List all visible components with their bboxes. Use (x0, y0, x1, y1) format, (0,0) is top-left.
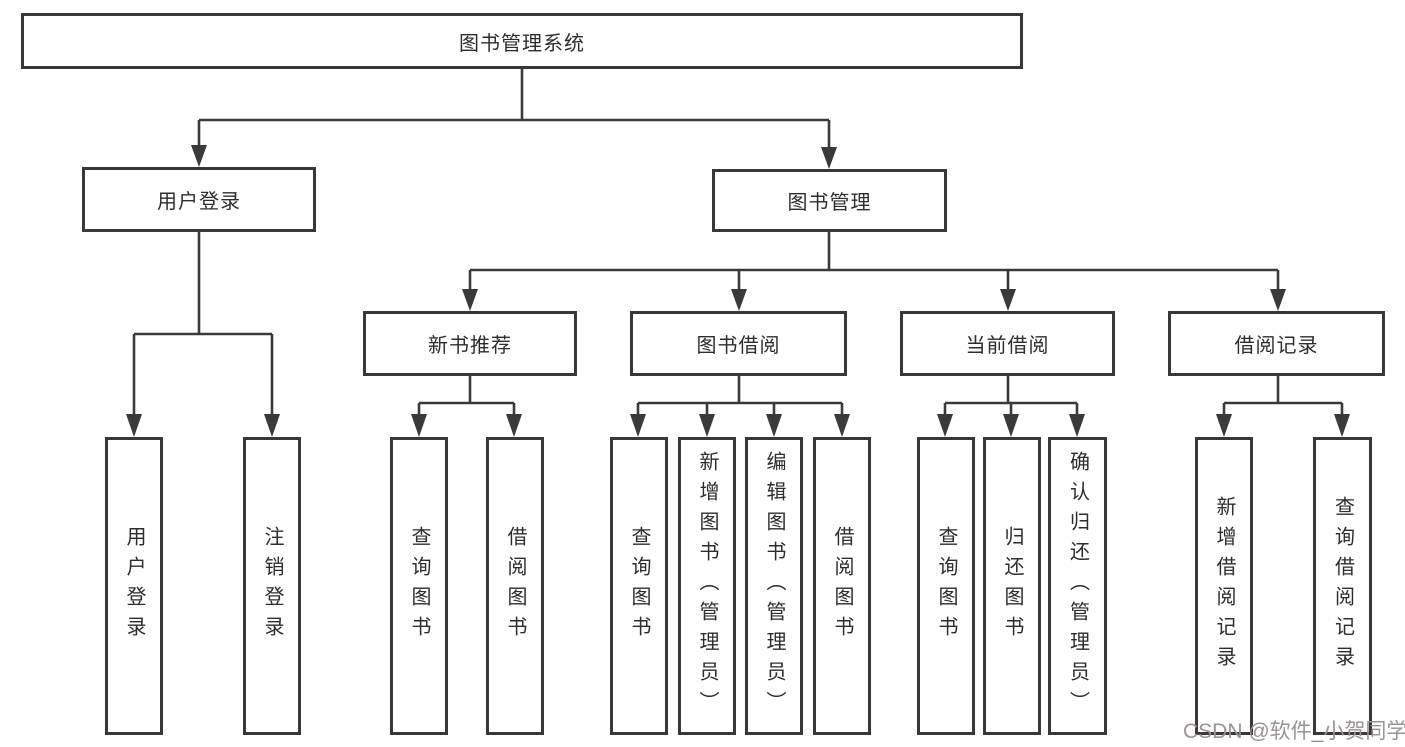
leaf-newbooks-query-label: 查询图书 (408, 526, 430, 646)
leaf-records-query: 查询借阅记录 (1313, 437, 1372, 735)
node-new-book-recommend: 新书推荐 (363, 311, 577, 376)
leaf-borrow-edit-admin: 编辑图书（管理员） (745, 437, 803, 735)
node-user-login: 用户登录 (82, 167, 316, 232)
leaf-borrow-add-admin-label: 新增图书（管理员） (696, 451, 718, 721)
leaf-borrow-borrow: 借阅图书 (813, 437, 871, 735)
leaf-current-query-label: 查询图书 (935, 526, 957, 646)
leaf-borrow-edit-admin-label: 编辑图书（管理员） (763, 451, 785, 721)
leaf-borrow-add-admin: 新增图书（管理员） (678, 437, 736, 735)
leaf-records-add: 新增借阅记录 (1195, 437, 1253, 735)
node-book-borrow: 图书借阅 (630, 311, 847, 376)
node-current-borrow-label: 当前借阅 (965, 335, 1050, 357)
leaf-newbooks-borrow: 借阅图书 (486, 437, 544, 735)
node-borrow-records-label: 借阅记录 (1234, 335, 1319, 357)
node-root-label: 图书管理系统 (459, 32, 585, 55)
leaf-records-add-label: 新增借阅记录 (1213, 496, 1235, 676)
leaf-current-confirm-admin-label: 确认归还（管理员） (1066, 451, 1089, 721)
node-new-book-recommend-label: 新书推荐 (428, 335, 512, 357)
node-book-management: 图书管理 (712, 169, 947, 232)
leaf-newbooks-borrow-label: 借阅图书 (504, 526, 526, 646)
leaf-borrow-query: 查询图书 (610, 437, 668, 735)
leaf-user-login-label: 用户登录 (123, 526, 145, 646)
arrowheads (126, 145, 1350, 437)
leaf-current-confirm-admin: 确认归还（管理员） (1048, 437, 1107, 735)
node-current-borrow: 当前借阅 (900, 311, 1115, 376)
leaf-borrow-query-label: 查询图书 (628, 526, 650, 646)
node-root: 图书管理系统 (21, 13, 1023, 69)
csdn-watermark: CSDN @软件_小贺同学 (1183, 720, 1405, 743)
leaf-borrow-borrow-label: 借阅图书 (831, 526, 853, 646)
tree-edges (132, 69, 1344, 416)
leaf-logout: 注销登录 (243, 437, 301, 735)
leaf-current-return: 归还图书 (983, 437, 1041, 735)
node-borrow-records: 借阅记录 (1168, 311, 1385, 376)
leaf-current-query: 查询图书 (917, 437, 975, 735)
leaf-records-query-label: 查询借阅记录 (1331, 496, 1354, 676)
leaf-user-login: 用户登录 (105, 437, 163, 735)
node-book-management-label: 图书管理 (787, 192, 872, 214)
leaf-logout-label: 注销登录 (261, 526, 283, 646)
node-book-borrow-label: 图书借阅 (696, 335, 781, 357)
leaf-current-return-label: 归还图书 (1001, 526, 1023, 646)
node-user-login-label: 用户登录 (157, 191, 241, 213)
leaf-newbooks-query: 查询图书 (390, 437, 448, 735)
